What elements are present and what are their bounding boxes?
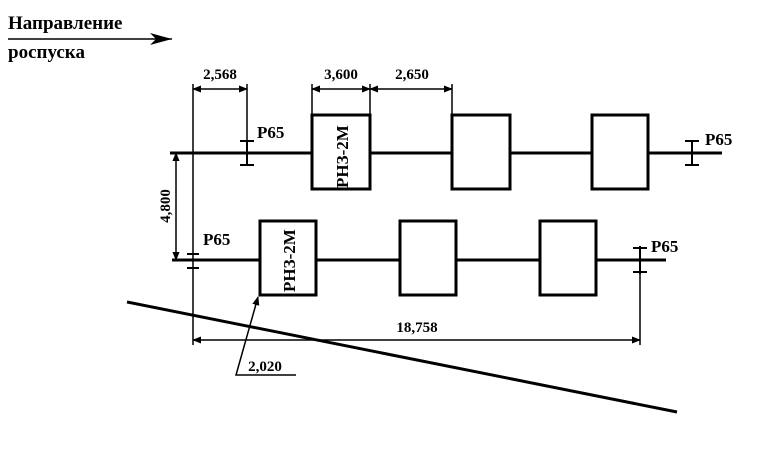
upper-left-rail-label: Р65 bbox=[257, 123, 284, 142]
lower-device-label: РНЗ-2М bbox=[280, 229, 299, 292]
upper-retarder-3 bbox=[590, 113, 650, 191]
dimension-label-4800: 4,800 bbox=[158, 189, 174, 223]
lower-retarder-3 bbox=[538, 219, 598, 297]
lower-left-rail-label: Р65 bbox=[203, 230, 230, 249]
upper-device-label: РНЗ-2М bbox=[333, 125, 352, 188]
lower-retarder-rnz2m bbox=[258, 219, 318, 297]
upper-right-rail-label: Р65 bbox=[705, 130, 732, 149]
lower-retarder-2 bbox=[398, 219, 458, 297]
direction-arrow-icon bbox=[150, 33, 172, 45]
slanted-reference-line bbox=[126, 300, 678, 414]
lower-right-rail-joint bbox=[633, 246, 647, 274]
upper-right-rail-joint bbox=[685, 140, 699, 166]
lower-right-rail-label: Р65 bbox=[651, 237, 678, 256]
direction-label-line1: Направление bbox=[8, 13, 122, 34]
dimension-label-2020: 2,020 bbox=[248, 359, 282, 375]
dimension-label-18758: 18,758 bbox=[396, 320, 437, 336]
upper-retarder-2 bbox=[450, 113, 512, 191]
leader-line-2020 bbox=[235, 296, 296, 376]
dimension-label-2650: 2,650 bbox=[395, 67, 429, 83]
upper-retarder-rnz2m bbox=[310, 113, 372, 191]
dimension-label-3600: 3,600 bbox=[324, 67, 358, 83]
direction-label-line2: роспуска bbox=[8, 42, 85, 63]
dimension-label-2568: 2,568 bbox=[203, 67, 237, 83]
upper-left-rail-joint bbox=[240, 140, 254, 166]
